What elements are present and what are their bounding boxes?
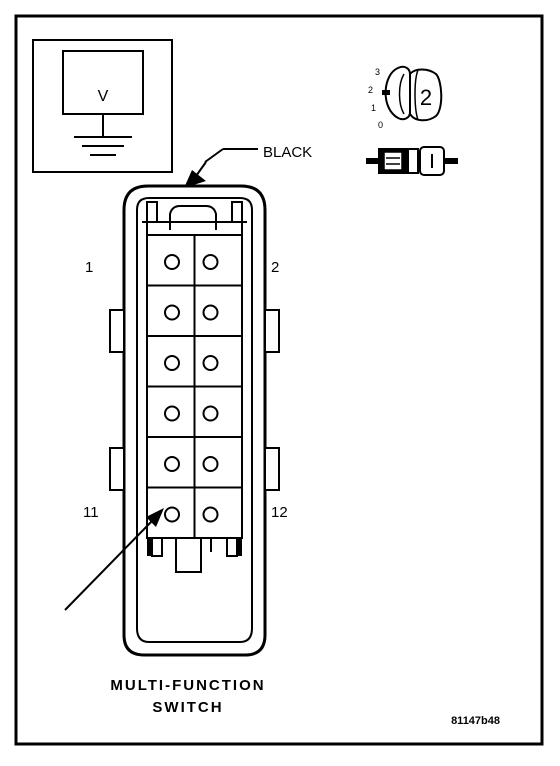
connector-face	[109, 184, 280, 657]
cavity-pin-9	[146, 436, 196, 489]
dial-position-1: 1	[371, 103, 376, 113]
view-number: 2	[420, 85, 432, 110]
diagram-title-line2: SWITCH	[152, 699, 223, 716]
pin-label-12: 12	[271, 504, 288, 521]
cavity-grid	[146, 234, 243, 539]
outer-frame	[14, 14, 544, 746]
cavity-pin-4	[193, 284, 243, 337]
connector-side-icon	[366, 146, 458, 176]
diagram-title-line1: MULTI-FUNCTION	[110, 677, 265, 694]
cavity-pin-2	[193, 234, 243, 287]
voltmeter-icon: V	[32, 39, 173, 173]
meter-symbol: V	[98, 88, 109, 105]
cavity-pin-3	[146, 284, 196, 337]
probe-arrow	[64, 508, 164, 611]
cavity-pin-10	[193, 436, 243, 489]
connector-color-label: BLACK	[263, 144, 312, 161]
cavity-pin-11	[146, 486, 196, 539]
dial-position-2: 2	[368, 85, 373, 95]
figure-id: 81147b48	[451, 715, 500, 727]
cavity-pin-12	[193, 486, 243, 539]
position-dial-icon: 3 2 1 0 2	[368, 65, 443, 130]
dial-position-3: 3	[375, 67, 380, 77]
pin-label-2: 2	[271, 259, 279, 276]
cavity-pin-6	[193, 335, 243, 388]
cavity-pin-7	[146, 385, 196, 438]
dial-position-0: 0	[378, 120, 383, 130]
pin-label-1: 1	[85, 259, 93, 276]
pin-label-11: 11	[83, 504, 99, 521]
cavity-pin-8	[193, 385, 243, 438]
cavity-pin-5	[146, 335, 196, 388]
color-callout: BLACK	[184, 144, 312, 188]
cavity-pin-1	[146, 234, 196, 287]
